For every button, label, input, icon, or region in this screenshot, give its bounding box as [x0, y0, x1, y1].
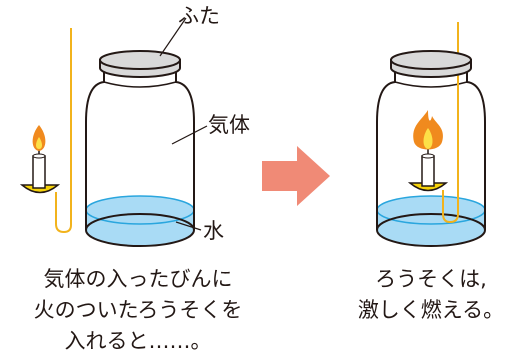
leader-gas: [171, 125, 208, 145]
left-scene: [19, 17, 208, 247]
candle-right: [407, 147, 449, 192]
caption-left-line-1: 気体の入ったびんに: [43, 267, 233, 291]
flame-left: [32, 125, 46, 151]
jar-right: [376, 66, 486, 230]
wire-left: [55, 28, 72, 234]
right-scene: [376, 22, 486, 247]
label-gas: 気体: [208, 113, 250, 137]
caption-right-line-2: 激しく燃える。: [357, 298, 505, 322]
flame-right: [413, 110, 443, 150]
wire-right: [442, 22, 459, 224]
leader-water: [175, 221, 202, 231]
water-left: [85, 195, 195, 246]
caption-left-line-2: 火のついたろうそくを: [33, 298, 243, 322]
lid-right: [390, 50, 472, 78]
caption-left-line-3: 入れると……。: [64, 329, 212, 353]
label-water: 水: [203, 219, 224, 243]
water-right: [376, 195, 486, 246]
caption-left: 気体の入ったびんに 火のついたろうそくを 入れると……。: [4, 264, 272, 357]
caption-right-line-1: ろうそくは,: [375, 267, 487, 291]
candle-left: [19, 148, 61, 194]
arrow-right: [262, 146, 330, 206]
leader-lid: [159, 17, 187, 57]
caption-right: ろうそくは, 激しく燃える。: [348, 264, 514, 326]
label-lid: ふた: [178, 4, 220, 28]
jar-left: [85, 66, 195, 230]
lid-left: [99, 50, 181, 78]
